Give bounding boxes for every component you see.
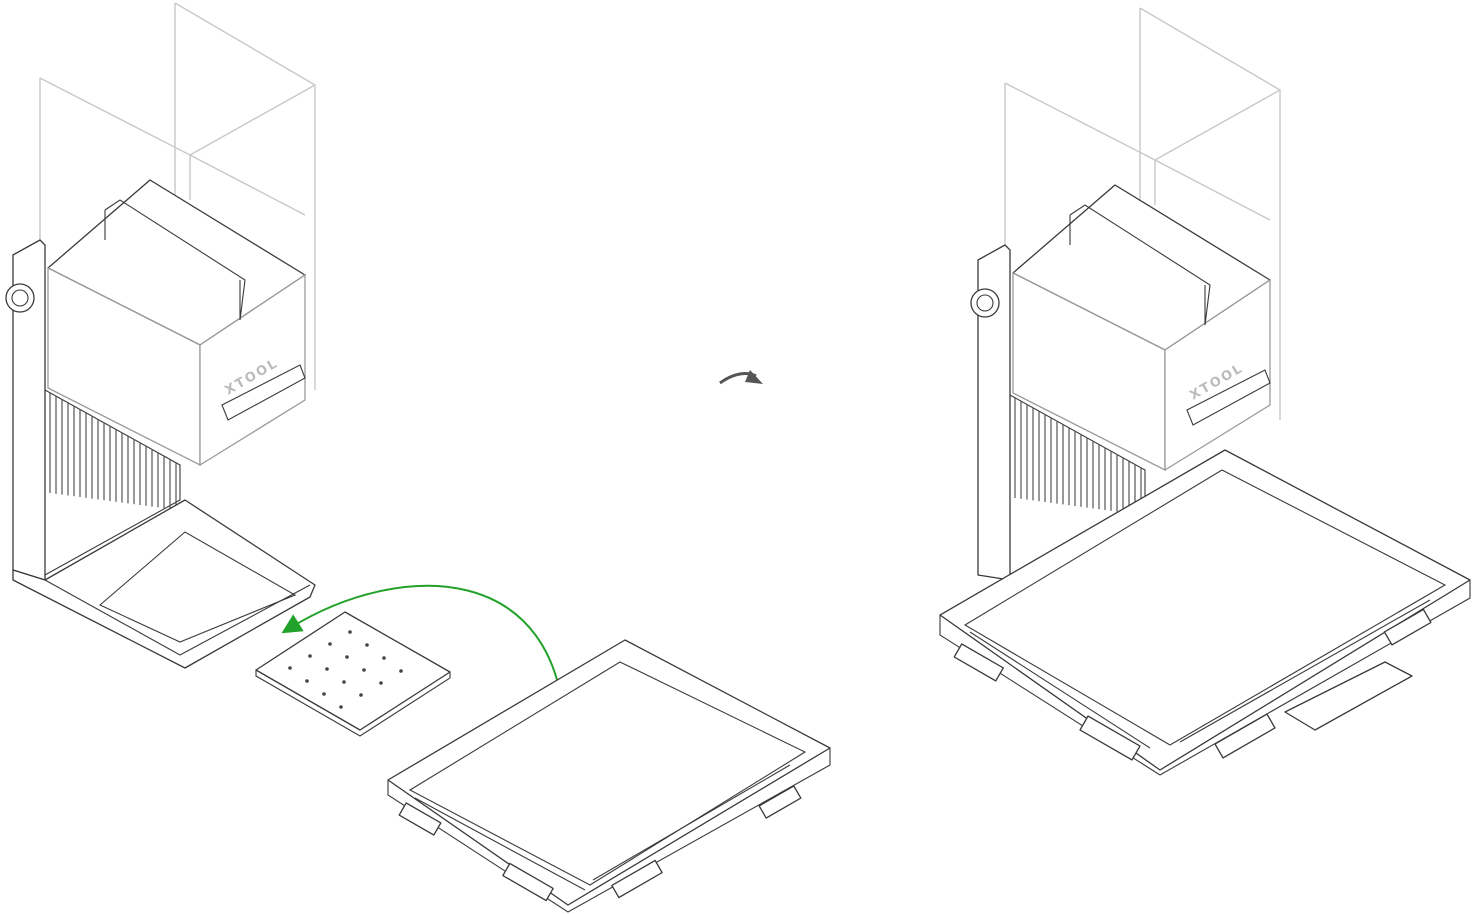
plate-hole	[382, 656, 386, 660]
plate-hole	[359, 693, 363, 697]
plate-hole	[365, 643, 369, 647]
fins	[44, 389, 181, 576]
enclosure-panels	[39, 2, 316, 390]
plate-hole	[328, 642, 332, 646]
focus-knob	[5, 283, 35, 313]
plate-hole	[305, 679, 309, 683]
plate-hole	[348, 630, 352, 634]
plate-hole	[308, 654, 312, 658]
plate-hole	[399, 669, 403, 673]
plate-hole	[322, 692, 326, 696]
curved-arrow-right-icon	[719, 370, 763, 385]
laser-head: XTOOL	[47, 179, 306, 467]
placement-arrow	[281, 584, 566, 736]
plate-under-tray	[1284, 661, 1413, 731]
laser-machine-right: XTOOL	[939, 7, 1471, 776]
extension-tray-right	[939, 449, 1471, 776]
base	[12, 499, 316, 669]
plate-hole	[345, 655, 349, 659]
laser-machine-left: XTOOL	[5, 2, 316, 669]
plate-hole	[339, 705, 343, 709]
extension-tray-left	[387, 639, 831, 913]
column	[12, 239, 46, 581]
plate-hole	[288, 666, 292, 670]
plate-hole	[342, 680, 346, 684]
honeycomb-plate	[255, 611, 451, 737]
plate-hole	[362, 668, 366, 672]
plate-hole	[325, 667, 329, 671]
plate-hole	[379, 681, 383, 685]
